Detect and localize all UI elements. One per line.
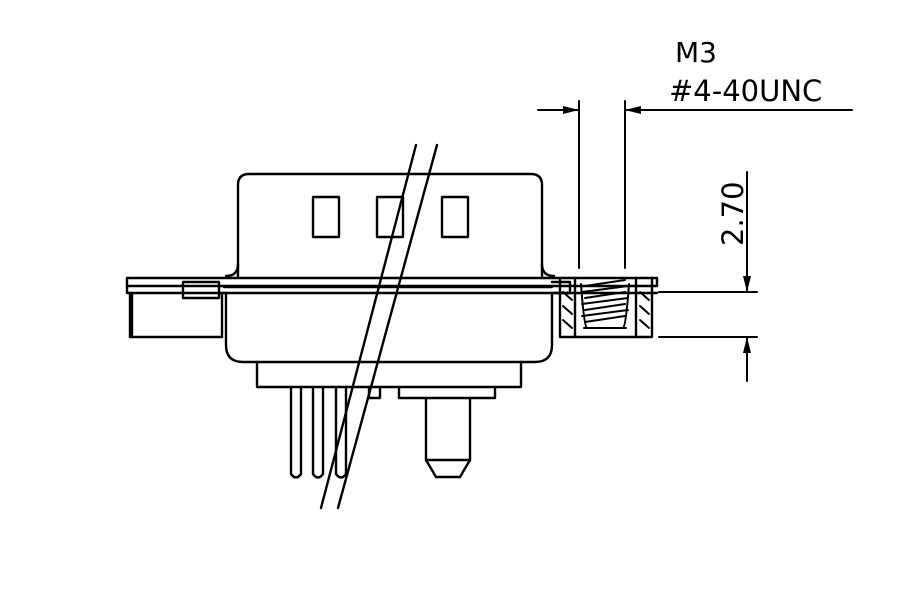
thread-width-dimension xyxy=(537,100,853,269)
coax-contact xyxy=(424,396,472,479)
threaded-standoff xyxy=(558,276,654,339)
shroud-window-right xyxy=(440,195,470,239)
break-lines xyxy=(319,143,439,510)
depth-dimension-label: 2.70 xyxy=(716,181,750,246)
mounting-flange xyxy=(125,276,659,295)
thread-helix xyxy=(580,279,630,329)
connector-shroud xyxy=(224,172,556,278)
shroud-window-left xyxy=(311,195,341,239)
thread-metric-label: M3 xyxy=(675,36,717,69)
depth-dimension xyxy=(658,171,758,382)
insulator-block xyxy=(255,360,523,400)
shroud-window-middle xyxy=(375,195,405,239)
thread-unc-label: #4-40UNC xyxy=(669,74,822,108)
pcb-pins xyxy=(289,385,382,479)
board-lock-left xyxy=(128,280,224,339)
